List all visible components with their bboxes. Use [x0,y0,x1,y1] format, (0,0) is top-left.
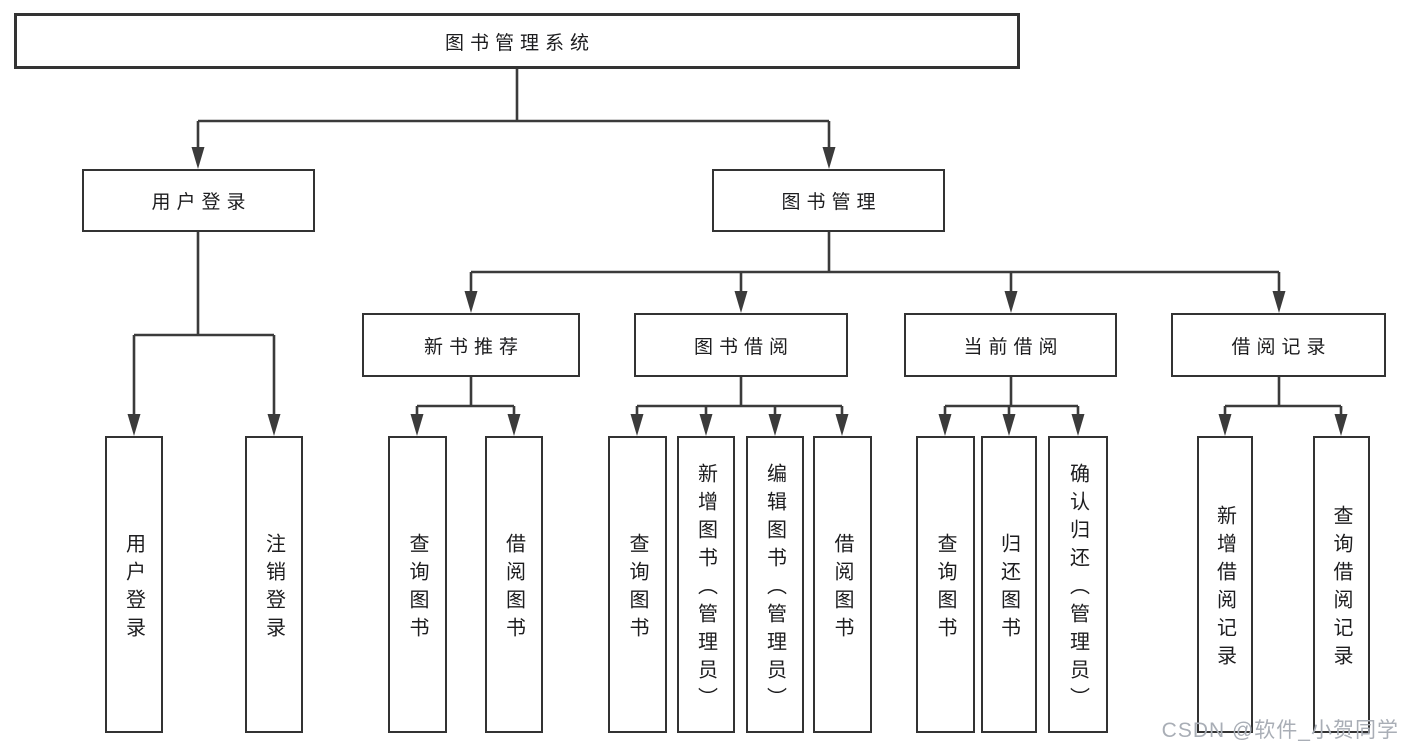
leaf-borrowing-add-books-admin-label: 新增图书（管理员） [694,462,717,715]
node-borrow-records-label: 借阅记录 [1231,336,1332,358]
leaf-newbooks-query-books: 查询图书 [388,436,447,733]
leaf-records-add-record: 新增借阅记录 [1197,436,1253,733]
node-root: 图书管理系统 [14,13,1020,69]
leaf-newbooks-borrow-books: 借阅图书 [485,436,543,733]
leaf-borrowing-borrow-books-label: 借阅图书 [831,532,853,645]
leaf-borrowing-edit-books-admin: 编辑图书（管理员） [746,436,804,733]
node-root-label: 图书管理系统 [444,32,595,54]
node-book-management-label: 图书管理 [781,192,882,213]
leaf-borrowing-edit-books-admin-label: 编辑图书（管理员） [763,462,786,715]
leaf-user-login: 用户登录 [105,436,163,733]
node-borrow-records: 借阅记录 [1171,313,1386,377]
leaf-newbooks-borrow-books-label: 借阅图书 [502,532,525,645]
watermark: CSDN @软件_小贺同学 [1161,719,1399,742]
node-book-borrowing-label: 图书借阅 [693,336,794,358]
leaf-user-login-label: 用户登录 [122,532,145,645]
leaf-records-query-record-label: 查询借阅记录 [1330,504,1352,673]
leaf-current-query-books-label: 查询图书 [934,532,956,645]
leaf-records-add-record-label: 新增借阅记录 [1213,504,1236,673]
leaf-records-query-record: 查询借阅记录 [1313,436,1370,733]
leaf-logout: 注销登录 [245,436,303,733]
leaf-borrowing-add-books-admin: 新增图书（管理员） [677,436,735,733]
node-book-management: 图书管理 [712,169,945,232]
leaf-current-confirm-return-admin: 确认归还（管理员） [1048,436,1108,733]
node-current-borrowing: 当前借阅 [904,313,1117,377]
node-user-login-label: 用户登录 [151,192,252,213]
leaf-current-return-books-label: 归还图书 [997,532,1020,645]
node-user-login: 用户登录 [82,169,315,232]
node-book-borrowing: 图书借阅 [634,313,848,377]
leaf-current-confirm-return-admin-label: 确认归还（管理员） [1066,462,1089,715]
leaf-borrowing-query-books: 查询图书 [608,436,667,733]
leaf-borrowing-query-books-label: 查询图书 [626,532,648,645]
node-current-borrowing-label: 当前借阅 [963,336,1064,358]
leaf-current-return-books: 归还图书 [981,436,1037,733]
leaf-current-query-books: 查询图书 [916,436,975,733]
node-new-book-recommend-label: 新书推荐 [423,336,524,358]
leaf-borrowing-borrow-books: 借阅图书 [813,436,872,733]
leaf-newbooks-query-books-label: 查询图书 [406,532,428,645]
leaf-logout-label: 注销登录 [262,532,285,645]
node-new-book-recommend: 新书推荐 [362,313,580,377]
